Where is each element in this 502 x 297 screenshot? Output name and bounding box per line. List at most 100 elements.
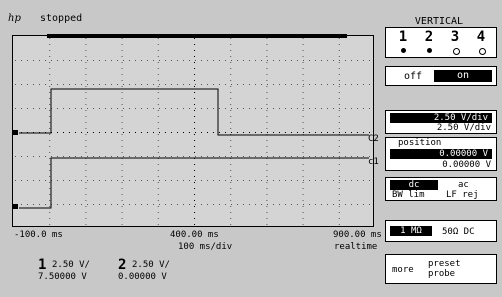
grid-dot bbox=[177, 204, 178, 205]
grid-dot bbox=[345, 132, 346, 133]
grid-dot bbox=[333, 60, 334, 61]
grid-dot bbox=[85, 128, 87, 129]
grid-dot bbox=[231, 84, 232, 85]
impedance-50-option[interactable]: 50Ω DC bbox=[442, 227, 475, 237]
channel-1-button[interactable]: 1 bbox=[398, 29, 408, 45]
coupling-control[interactable]: dc ac BW lim LF rej bbox=[385, 177, 497, 201]
impedance-control[interactable]: 1 MΩ 50Ω DC bbox=[385, 220, 497, 242]
grid-dot bbox=[93, 156, 94, 157]
waveform-display[interactable]: C2 c1 bbox=[12, 35, 379, 227]
channel-display-toggle[interactable]: off on bbox=[385, 66, 497, 86]
grid-dot bbox=[157, 152, 159, 153]
grid-dot bbox=[121, 44, 123, 45]
preset-button[interactable]: preset bbox=[428, 259, 461, 269]
grid-dot bbox=[194, 80, 195, 81]
grid-dot bbox=[49, 200, 51, 201]
grid-dot bbox=[266, 74, 268, 75]
grid-dot bbox=[121, 194, 123, 195]
grid-dot bbox=[266, 68, 268, 69]
position-control[interactable]: position 0.00000 V 0.00000 V bbox=[385, 137, 497, 171]
grid-dot bbox=[266, 50, 268, 51]
grid-dot bbox=[207, 180, 208, 181]
grid-dot bbox=[141, 84, 142, 85]
time-right-label: 900.00 ms bbox=[333, 230, 382, 240]
grid-dot bbox=[157, 38, 159, 39]
grid-dot bbox=[230, 188, 232, 189]
grid-dot bbox=[183, 156, 184, 157]
grid-dot bbox=[285, 156, 286, 157]
grid-dot bbox=[69, 60, 70, 61]
probe-button[interactable]: probe bbox=[428, 269, 456, 279]
grid-dot bbox=[266, 212, 268, 213]
lf-reject-option[interactable]: LF rej bbox=[446, 190, 479, 200]
on-option[interactable]: on bbox=[434, 70, 492, 82]
grid-dot bbox=[177, 156, 178, 157]
grid-dot bbox=[159, 84, 160, 85]
grid-dot bbox=[189, 180, 190, 181]
grid-dot bbox=[279, 204, 280, 205]
grid-dot bbox=[49, 152, 51, 153]
grid-dot bbox=[39, 60, 40, 61]
grid-dot bbox=[338, 176, 340, 177]
grid-dot bbox=[99, 180, 100, 181]
grid-dot bbox=[302, 170, 304, 171]
grid-dot bbox=[87, 60, 88, 61]
grid-dot bbox=[302, 38, 304, 39]
bw-limit-option[interactable]: BW lim bbox=[392, 190, 425, 200]
acquisition-mode-label: realtime bbox=[334, 242, 378, 252]
grid-dot bbox=[165, 60, 166, 61]
grid-dot bbox=[243, 204, 244, 205]
more-button[interactable]: more bbox=[392, 265, 414, 275]
grid-dot bbox=[213, 84, 214, 85]
coupling-ac-option[interactable]: ac bbox=[458, 180, 469, 190]
grid-dot bbox=[141, 156, 142, 157]
grid-dot bbox=[121, 182, 123, 183]
grid-dot bbox=[117, 84, 118, 85]
grid-dot bbox=[309, 84, 310, 85]
grid-dot bbox=[171, 84, 172, 85]
grid-dot bbox=[99, 132, 100, 133]
channel-2-button[interactable]: 2 bbox=[424, 29, 434, 45]
impedance-1m-option[interactable]: 1 MΩ bbox=[390, 226, 432, 236]
grid-dot bbox=[49, 158, 51, 159]
more-menu[interactable]: more preset probe bbox=[385, 254, 497, 284]
channel-selector[interactable]: 1 2 3 4 bbox=[385, 27, 497, 58]
coupling-dc-option[interactable]: dc bbox=[390, 180, 438, 190]
grid-dot bbox=[121, 200, 123, 201]
off-option[interactable]: off bbox=[404, 71, 423, 82]
grid-dot bbox=[243, 132, 244, 133]
grid-dot bbox=[194, 182, 195, 183]
grid-dot bbox=[230, 56, 232, 57]
grid-dot bbox=[321, 60, 322, 61]
grid-dot bbox=[267, 132, 268, 133]
grid-dot bbox=[297, 84, 298, 85]
volts-per-div-control[interactable]: 2.50 V/div 2.50 V/div bbox=[385, 110, 497, 134]
grid-dot bbox=[121, 50, 123, 51]
grid-dot bbox=[267, 156, 268, 157]
grid-dot bbox=[338, 188, 340, 189]
grid-dot bbox=[279, 60, 280, 61]
grid-dot bbox=[135, 180, 136, 181]
grid-dot bbox=[266, 176, 268, 177]
grid-dot bbox=[27, 204, 28, 205]
grid-dot bbox=[338, 62, 340, 63]
grid-dot bbox=[21, 180, 22, 181]
grid-dot bbox=[327, 180, 328, 181]
position-selected[interactable]: 0.00000 V bbox=[390, 149, 492, 159]
grid-dot bbox=[225, 132, 226, 133]
grid-dot bbox=[87, 156, 88, 157]
grid-dot bbox=[230, 164, 232, 165]
grid-dot bbox=[99, 204, 100, 205]
grid-dot bbox=[49, 68, 51, 69]
grid-dot bbox=[105, 204, 106, 205]
channel-4-button[interactable]: 4 bbox=[476, 29, 486, 45]
grid-dot bbox=[230, 200, 232, 201]
grid-dot bbox=[15, 84, 16, 85]
grid-dot bbox=[117, 204, 118, 205]
channel-3-button[interactable]: 3 bbox=[450, 29, 460, 45]
grid-dot bbox=[45, 84, 46, 85]
grid-dot bbox=[230, 140, 232, 141]
volts-per-div-selected[interactable]: 2.50 V/div bbox=[390, 113, 492, 123]
grid-dot bbox=[49, 92, 51, 93]
grid-dot bbox=[157, 62, 159, 63]
